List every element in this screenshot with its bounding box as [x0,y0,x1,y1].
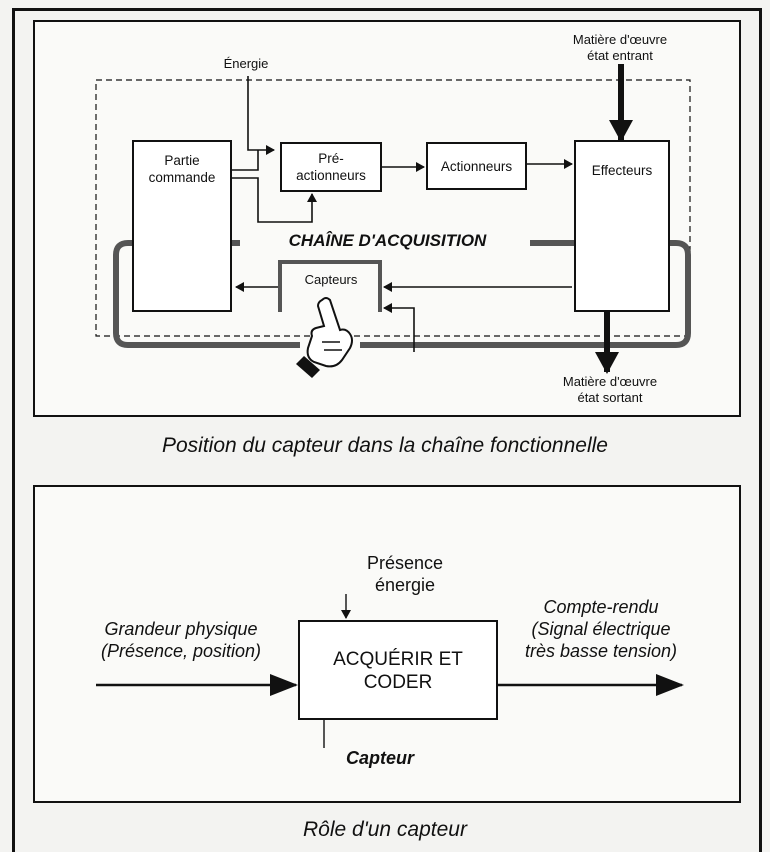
effecteurs-box: Effecteurs [574,140,670,312]
energie-label: Énergie [223,56,269,71]
capteurs-label: Capteurs [304,272,358,287]
grandeur-physique-label: Grandeur physique (Présence, position) [100,619,262,661]
capteur-label: Capteur [345,748,414,768]
capt-energy-arrow [383,303,415,352]
matter-in-label: Matière d'œuvre état entrant [572,32,668,63]
compte-rendu-label: Compte-rendu (Signal électrique très bas… [524,597,678,661]
acquisition-loop-left [113,240,300,348]
order-arrow [232,177,317,223]
chaine-acquisition-label: CHAÎNE D'ACQUISITION [245,232,530,249]
acquerir-coder-box: ACQUÉRIR ET CODER [298,620,498,720]
preactionneurs-box: Pré- actionneurs [280,142,382,192]
presence-energie-label: Présence énergie [366,553,444,595]
matter-out-label: Matière d'œuvre état sortant [562,374,658,405]
actionneurs-box: Actionneurs [426,142,527,190]
partie-commande-box: Partie commande [132,140,232,312]
caption-bottom: Rôle d'un capteur [303,818,467,841]
system-boundary [95,79,691,337]
caption-top: Position du capteur dans la chaîne fonct… [162,434,608,457]
acquisition-loop-right [360,240,691,348]
page-frame [12,8,762,852]
energy-arrow [247,76,275,155]
